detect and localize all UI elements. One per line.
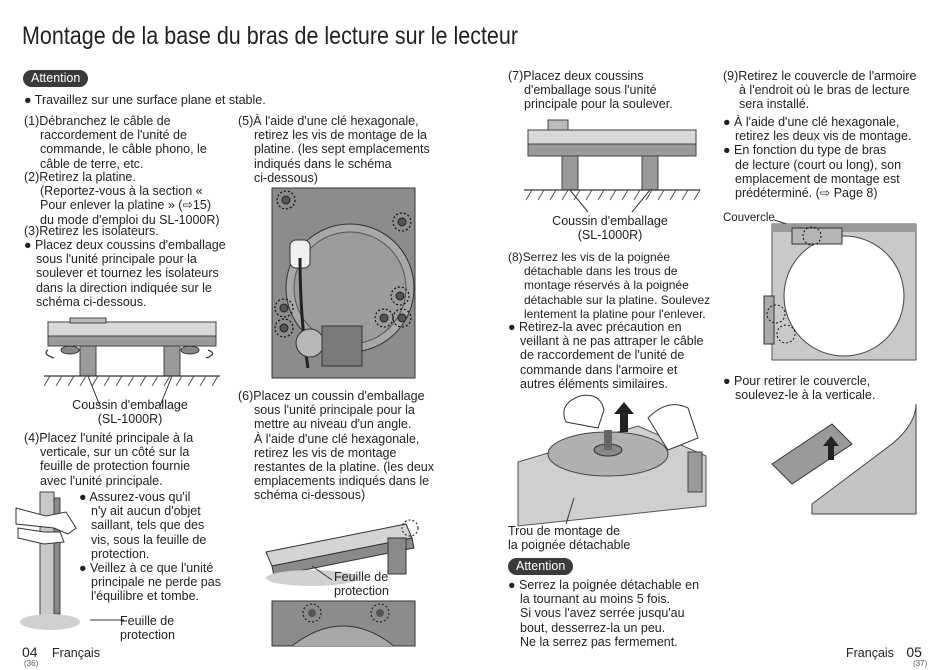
caption-hole: Trou de montage de la poignée détachable bbox=[508, 524, 631, 552]
turntable-cushions-illustration-2 bbox=[524, 119, 701, 213]
caption-cushion-right: Coussin d'emballage (SL-1000R) bbox=[552, 214, 668, 242]
label-cover: Couvercle bbox=[723, 212, 775, 224]
platter-underside-illustration bbox=[271, 187, 416, 379]
attention-bullet: ● Serrez la poignée détachable en la tou… bbox=[508, 578, 700, 649]
step-3: (3)Retirez les isolateurs. bbox=[24, 224, 159, 238]
cabinet-cover-illustration bbox=[763, 223, 917, 361]
step-6: (6)Placez un coussin d'emballage sous l'… bbox=[238, 389, 434, 503]
attention-badge-right: Attention bbox=[508, 557, 574, 575]
cover-bullet: ● Pour retirer le couvercle, soulevez-le… bbox=[723, 374, 876, 403]
page-sub-left: (36) bbox=[24, 659, 39, 668]
page-sub-right: (37) bbox=[913, 659, 928, 668]
caption-sheet-left: Feuille de protection bbox=[120, 614, 175, 642]
step-4: (4)Placez l'unité principale à la vertic… bbox=[24, 431, 194, 488]
page-title: Montage de la base du bras de lecture su… bbox=[22, 22, 518, 50]
attention-label: Attention bbox=[23, 70, 89, 87]
page-number-left: 04 Français bbox=[22, 644, 100, 660]
step-4-bullets: ● Assurez-vous qu'il n'y ait aucun d'obj… bbox=[79, 490, 221, 604]
caption-sheet-step6: Feuille de protection bbox=[334, 570, 389, 598]
leader-line-sheet bbox=[90, 619, 124, 621]
turntable-cushions-illustration bbox=[43, 317, 220, 407]
page-number-right: Français 05 bbox=[846, 644, 922, 660]
step-8-bullet: ● Retirez-la avec précaution en veillant… bbox=[508, 320, 704, 391]
lift-platter-illustration bbox=[517, 394, 707, 527]
step-2: (2)Retirez la platine. (Reportez-vous à … bbox=[24, 170, 220, 227]
attention-label: Attention bbox=[508, 558, 574, 575]
step-8: (8)Serrez les vis de la poignée détachab… bbox=[508, 250, 711, 321]
bullet-surface: ● Travaillez sur une surface plane et st… bbox=[24, 93, 266, 107]
attention-badge-left: Attention bbox=[23, 69, 89, 87]
step-7: (7)Placez deux coussins d'emballage sous… bbox=[508, 69, 673, 112]
step-5: (5)À l'aide d'une clé hexagonale, retire… bbox=[238, 114, 430, 185]
leader-line-hole bbox=[565, 497, 575, 525]
leader-line-sheet-2 bbox=[311, 565, 333, 581]
step-9: (9)Retirez le couvercle de l'armoire à l… bbox=[723, 69, 917, 112]
caption-cushion-left: Coussin d'emballage (SL-1000R) bbox=[72, 398, 188, 426]
platter-partial-illustration bbox=[271, 600, 416, 647]
cover-lift-illustration bbox=[771, 403, 917, 515]
step-1: (1)Débranchez le câble de raccordement d… bbox=[24, 114, 207, 171]
step-3-bullet: ● Placez deux coussins d'emballage sous … bbox=[24, 238, 226, 309]
step-9-bullets: ● À l'aide d'une clé hexagonale, retirez… bbox=[723, 115, 912, 201]
upright-unit-illustration bbox=[15, 491, 80, 630]
tilted-unit-illustration bbox=[265, 519, 419, 586]
